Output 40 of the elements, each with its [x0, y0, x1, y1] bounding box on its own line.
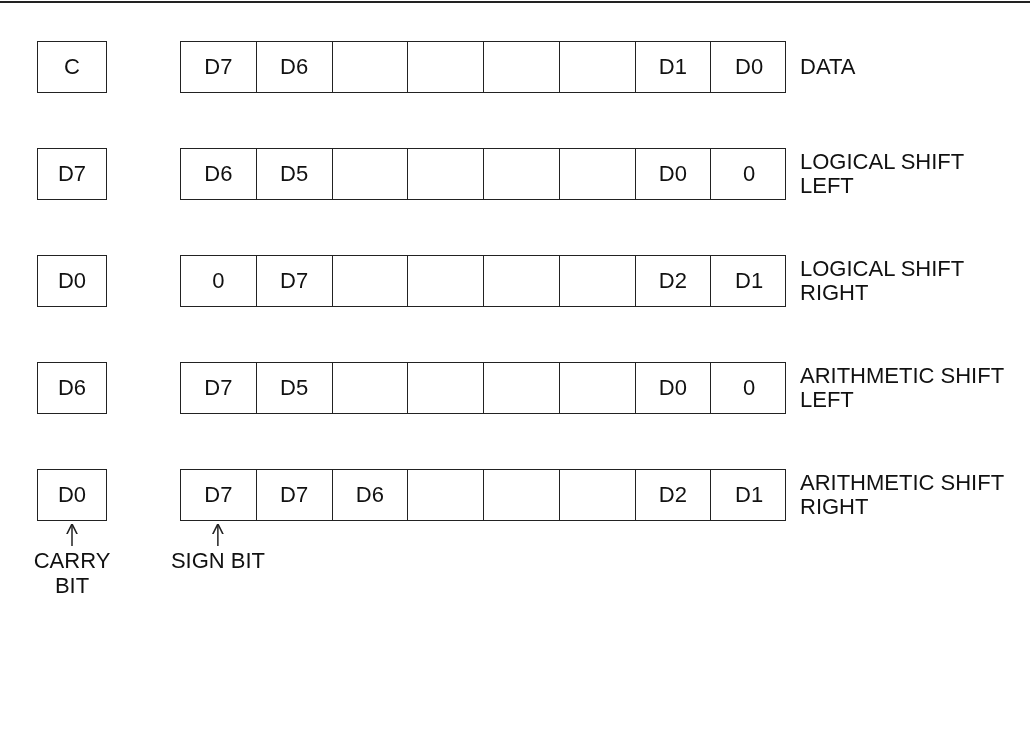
register-cell: D6	[256, 42, 333, 92]
row-caption: LOGICAL SHIFT RIGHT	[800, 255, 965, 307]
register-cell: 0	[711, 149, 787, 199]
bit-label: CARRY BIT	[22, 548, 122, 600]
register-cell: D5	[256, 149, 333, 199]
register-box	[180, 469, 786, 521]
carry-box: D0	[37, 255, 107, 307]
row-caption: ARITHMETIC SHIFT RIGHT	[800, 469, 1005, 521]
row-caption: LOGICAL SHIFT LEFT	[800, 148, 965, 200]
register-cell: D1	[711, 256, 787, 306]
carry-box: D7	[37, 148, 107, 200]
register-cell: D0	[711, 42, 787, 92]
register-cell: D0	[635, 149, 712, 199]
register-cell: D6	[181, 149, 257, 199]
carry-box: D0	[37, 469, 107, 521]
register-cell: D0	[635, 363, 712, 413]
carry-box: D6	[37, 362, 107, 414]
register-cell: D7	[181, 363, 257, 413]
register-cell: 0	[181, 256, 257, 306]
carry-box: C	[37, 41, 107, 93]
bit-label: SIGN BIT	[168, 548, 268, 600]
register-cell: D7	[256, 470, 333, 520]
register-cell: D2	[635, 470, 712, 520]
register-box	[180, 148, 786, 200]
register-cell: D1	[635, 42, 712, 92]
row-caption: ARITHMETIC SHIFT LEFT	[800, 362, 1005, 414]
register-cell: D7	[181, 470, 257, 520]
register-cell: D7	[181, 42, 257, 92]
arrow	[211, 523, 224, 547]
arrow	[65, 523, 79, 547]
register-cell: D7	[256, 256, 333, 306]
register-box	[180, 41, 786, 93]
register-box	[180, 255, 786, 307]
register-cell: 0	[711, 363, 787, 413]
row-caption: DATA	[800, 53, 857, 81]
register-cell: D5	[256, 363, 333, 413]
register-cell: D6	[332, 470, 409, 520]
register-box	[180, 362, 786, 414]
register-cell: D1	[711, 470, 787, 520]
register-cell: D2	[635, 256, 712, 306]
